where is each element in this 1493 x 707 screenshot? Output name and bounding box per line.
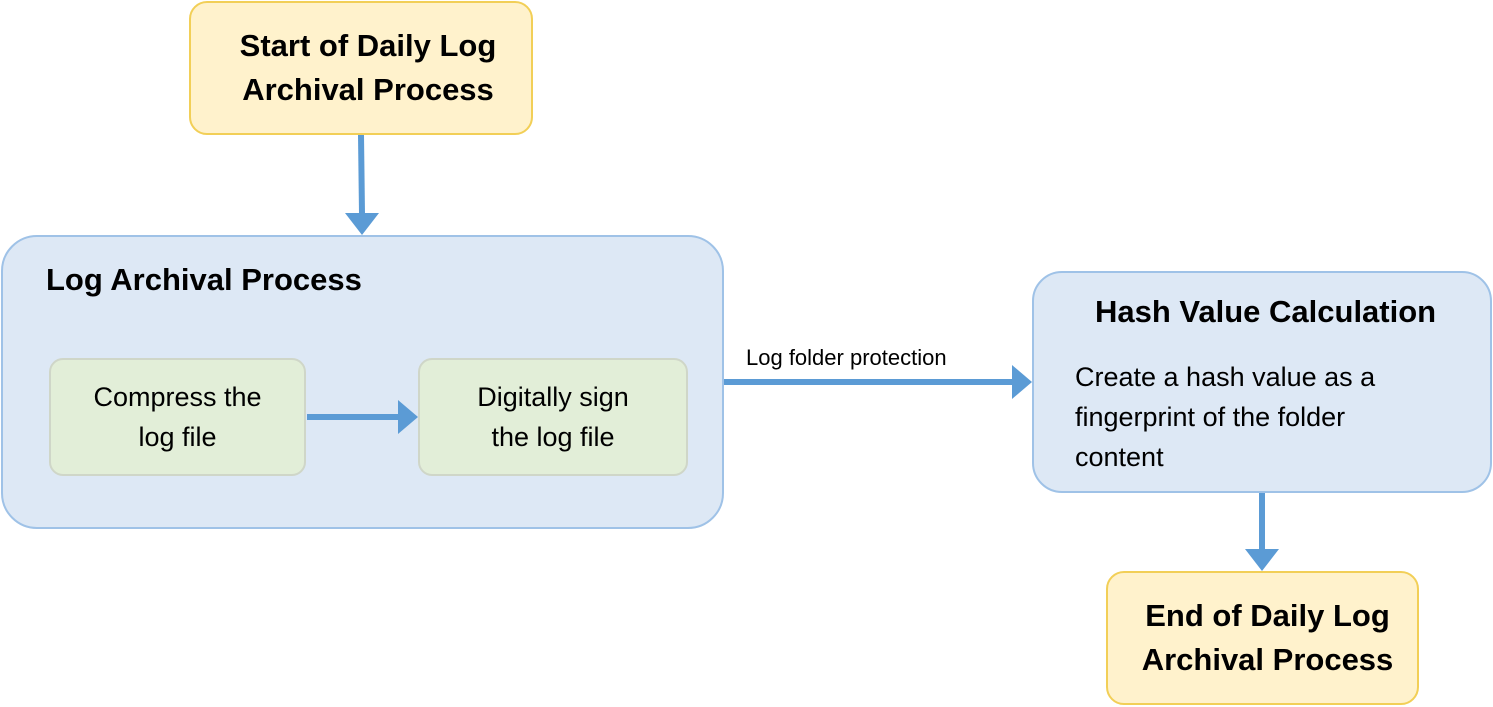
hash-desc-line-3: content <box>1075 442 1164 472</box>
arrow-start-to-archival <box>345 134 379 235</box>
log-archival-process-title: Log Archival Process <box>46 262 362 297</box>
compress-line-2: log file <box>138 422 217 452</box>
arrow-archival-to-hash-head <box>1012 365 1032 399</box>
start-node-line-1: Start of Daily Log <box>239 28 497 63</box>
arrow-hash-to-end-head <box>1245 549 1279 571</box>
end-node-line-1: End of Daily Log <box>1145 598 1390 633</box>
sign-line-2: the log file <box>491 422 615 452</box>
arrow-archival-to-hash <box>724 365 1032 399</box>
end-node: End of Daily Log Archival Process <box>1106 571 1419 705</box>
hash-value-calculation-node: Hash Value Calculation Create a hash val… <box>1032 271 1492 493</box>
hash-desc-line-1: Create a hash value as a <box>1075 362 1376 392</box>
arrow-compress-to-sign <box>307 400 418 434</box>
start-node: Start of Daily Log Archival Process <box>189 1 533 135</box>
arrow-compress-to-sign-head <box>398 400 418 434</box>
arrow-start-to-archival-shaft <box>358 134 365 215</box>
end-node-line-2: Archival Process <box>1141 642 1394 677</box>
arrow-start-to-archival-head <box>345 213 379 235</box>
start-node-line-2: Archival Process <box>242 72 494 107</box>
hash-value-description: Create a hash value as a fingerprint of … <box>1075 357 1375 477</box>
hash-desc-line-2: fingerprint of the folder <box>1075 402 1346 432</box>
arrow-hash-to-end <box>1245 493 1279 571</box>
sign-log-file-node: Digitally sign the log file <box>418 358 688 476</box>
compress-line-1: Compress the <box>93 382 262 412</box>
log-folder-protection-label: Log folder protection <box>746 345 947 370</box>
hash-value-calculation-title: Hash Value Calculation <box>1095 294 1437 329</box>
sign-line-1: Digitally sign <box>477 382 629 412</box>
compress-log-file-node: Compress the log file <box>49 358 306 476</box>
